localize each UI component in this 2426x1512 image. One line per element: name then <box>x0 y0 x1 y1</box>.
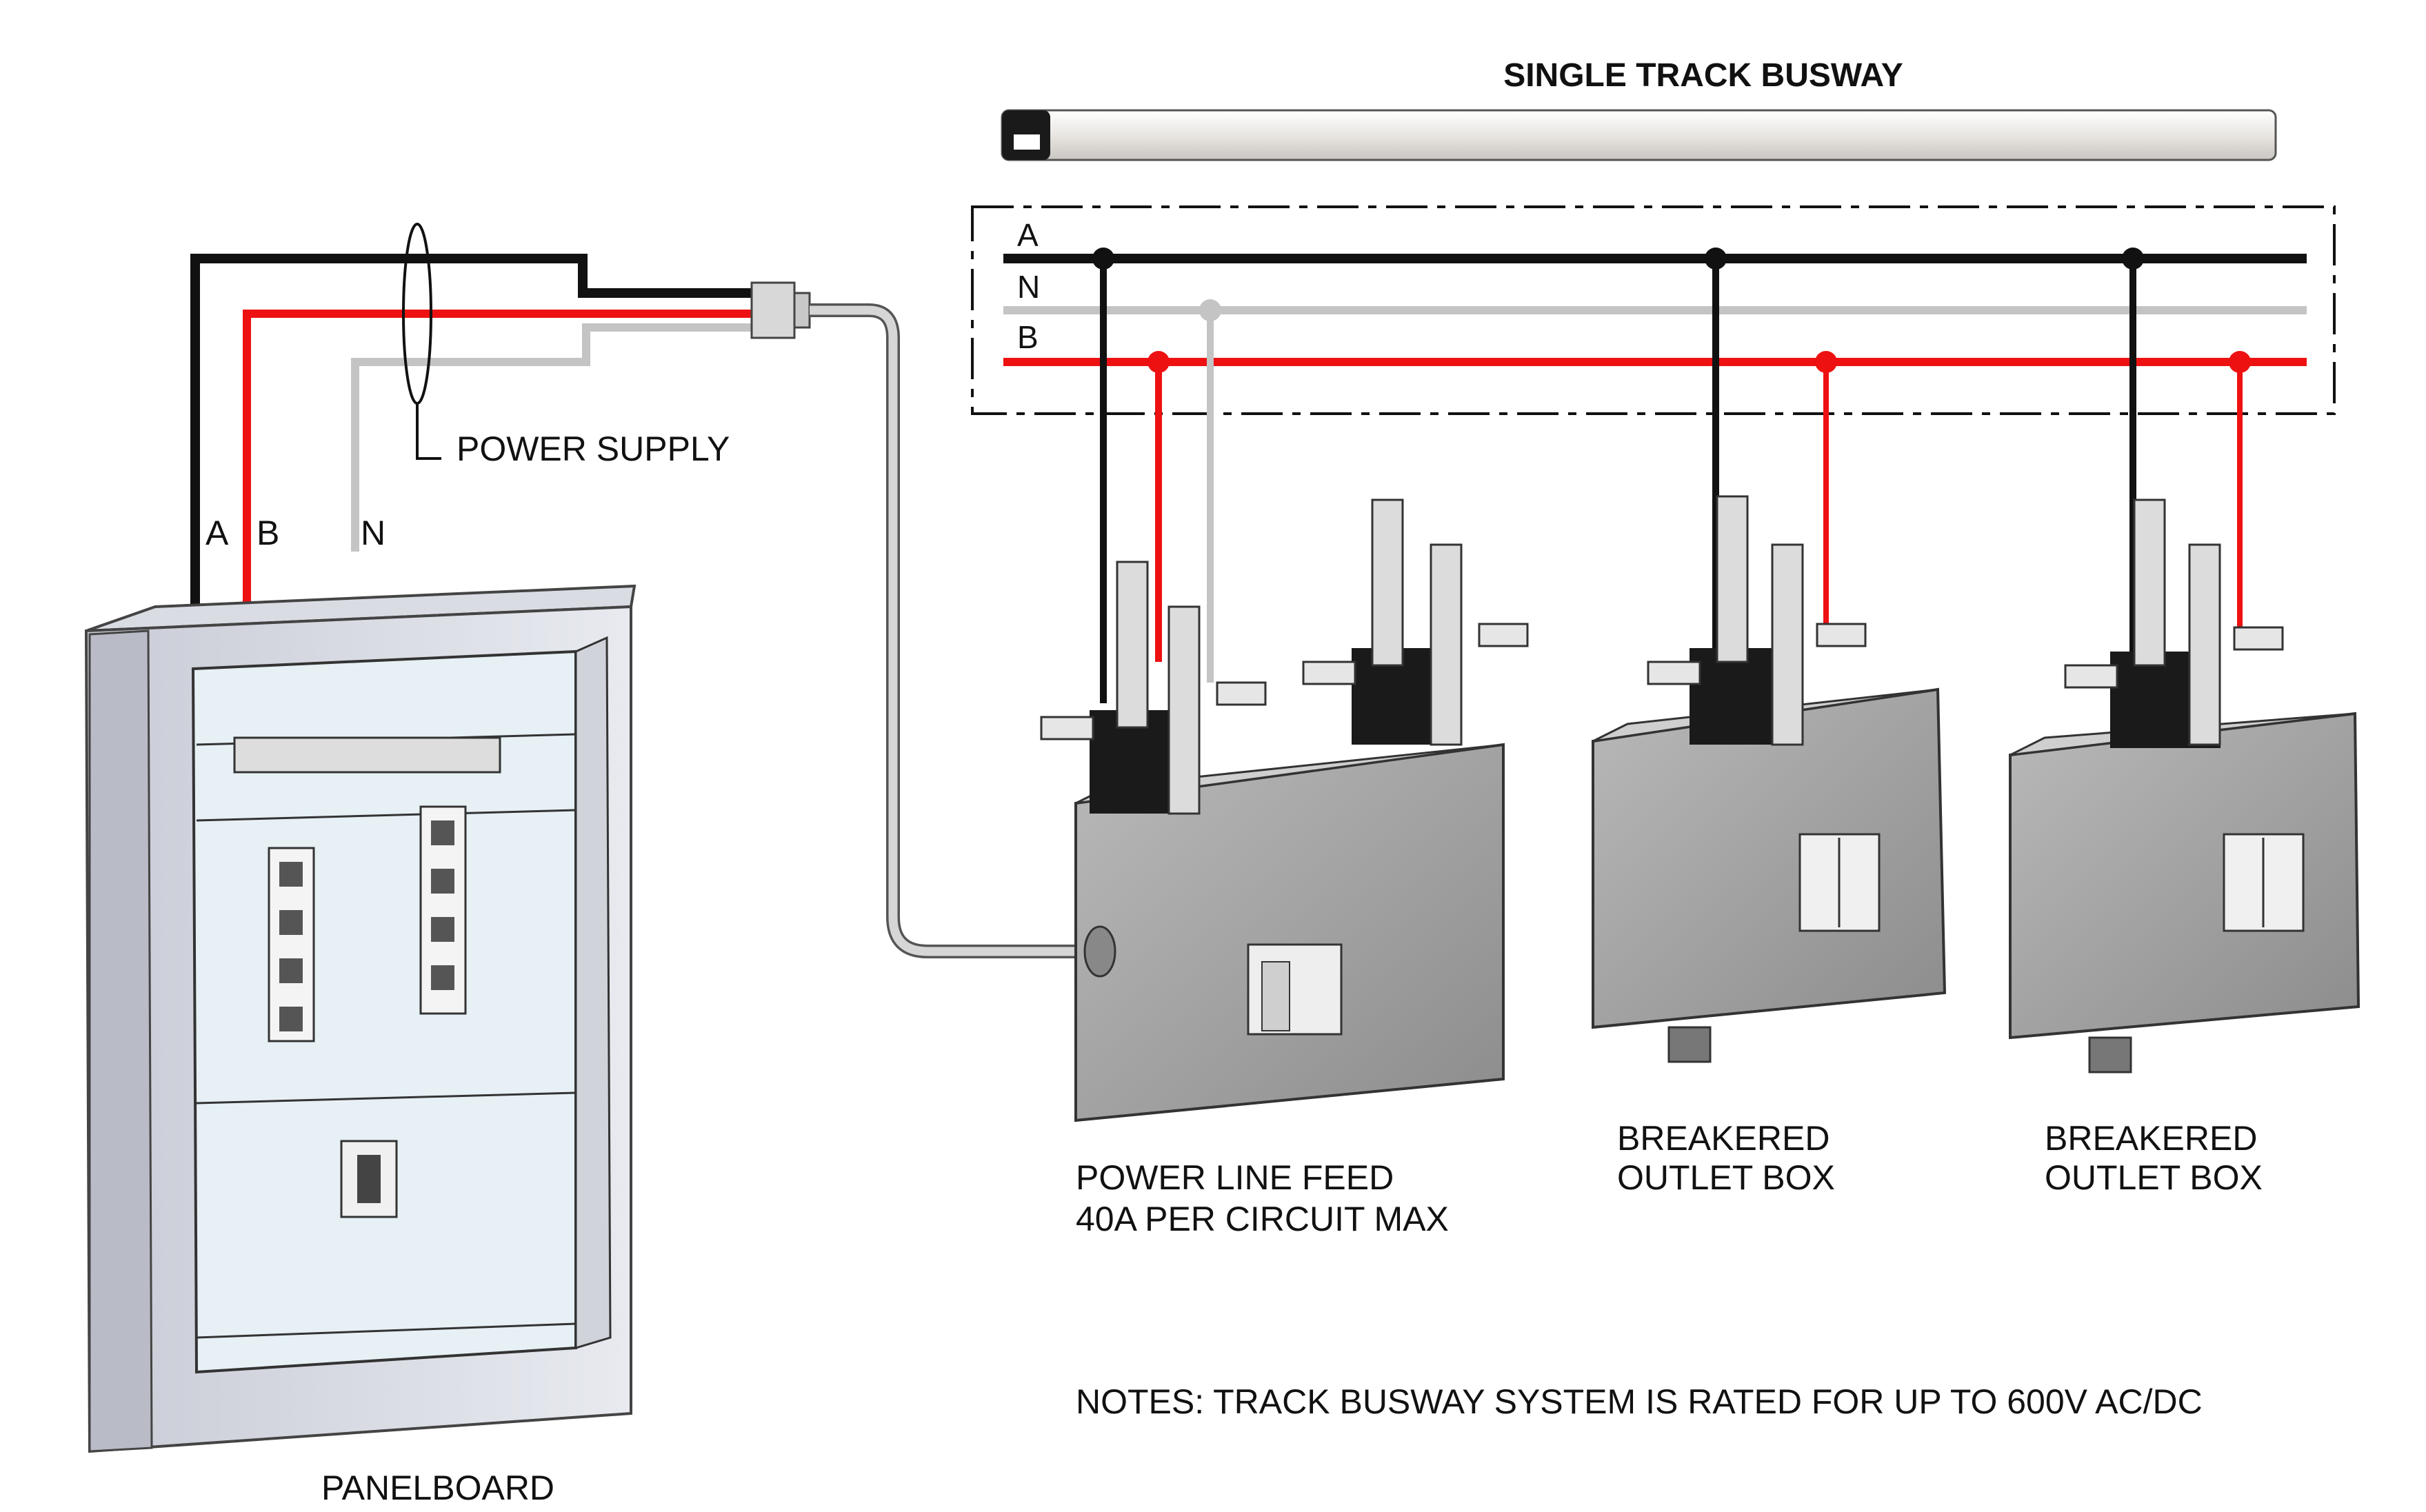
notes-text: NOTES: TRACK BUSWAY SYSTEM IS RATED FOR … <box>1076 1382 2203 1421</box>
power-line-feed-label-line2: 40A PER CIRCUIT MAX <box>1076 1200 1449 1238</box>
outlet-box-2-label-line2: OUTLET BOX <box>2045 1158 2263 1197</box>
junction-dot <box>1092 248 1114 270</box>
flexible-conduit <box>810 303 1076 958</box>
supply-wire-a <box>190 254 759 607</box>
feed-label-n: N <box>361 514 385 552</box>
panelboard-label: PANELBOARD <box>321 1469 554 1507</box>
diagram-title: SINGLE TRACK BUSWAY <box>1503 57 1903 94</box>
junction-dot <box>1815 351 1837 373</box>
bus-label-b: B <box>1017 319 1039 355</box>
junction-dot <box>1705 248 1727 270</box>
power-supply-label: POWER SUPPLY <box>457 430 730 468</box>
busway-enclosure-outline <box>971 205 2336 415</box>
outlet-box-1-label-line2: OUTLET BOX <box>1617 1158 1835 1197</box>
power-supply-leader <box>416 403 441 460</box>
junction-dot <box>2229 351 2251 373</box>
junction-dot <box>2122 248 2144 270</box>
junction-dot <box>1147 351 1170 373</box>
bus-label-a: A <box>1017 217 1039 253</box>
feed-label-b: B <box>257 514 279 552</box>
cable-gland <box>1667 1026 1712 1063</box>
panelboard-cabinet <box>84 584 636 1453</box>
breaker-column-left <box>268 847 315 1042</box>
junction-dot <box>1199 299 1221 321</box>
busway-rail <box>1001 109 2277 161</box>
outlet-box-2-label-line1: BREAKERED <box>2045 1119 2257 1158</box>
cable-gland <box>2088 1036 2132 1073</box>
breaker-column-right <box>419 805 467 1015</box>
main-breaker <box>340 1140 398 1218</box>
bus-label-n: N <box>1017 269 1040 305</box>
feed-connector-clip <box>1040 561 1267 815</box>
supply-wire-b <box>243 310 759 607</box>
terminal-strip <box>233 736 501 774</box>
feed-label-a: A <box>205 514 229 552</box>
feed-connector-clip <box>1302 498 1529 746</box>
supply-wire-n <box>351 323 759 552</box>
outlet-box-1-label-line1: BREAKERED <box>1617 1119 1829 1158</box>
breakered-outlet-box-1 <box>1592 495 1947 1063</box>
power-line-feed-label-line1: POWER LINE FEED <box>1076 1158 1394 1197</box>
conduit-connector <box>750 281 811 339</box>
breakered-outlet-box-2 <box>2009 498 2360 1073</box>
